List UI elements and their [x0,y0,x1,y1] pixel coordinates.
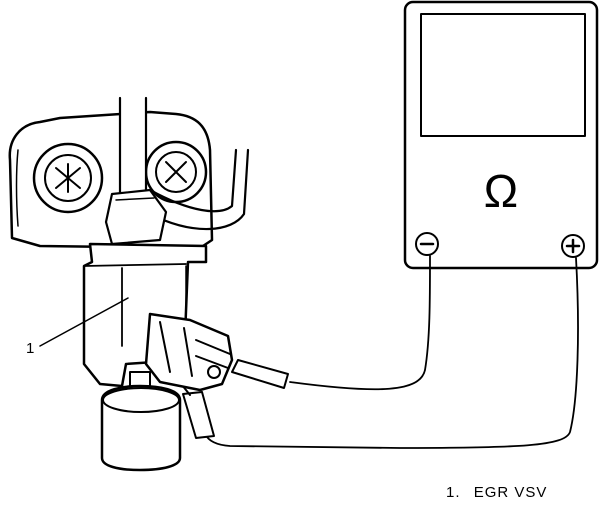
vsv-connector [144,312,234,392]
egr-vsv [82,242,208,472]
negative-probe [231,359,289,389]
negative-terminal [415,232,439,256]
ohmmeter-display [420,13,586,137]
legend-number: 1. [446,484,461,501]
legend-label: EGR VSV [473,484,548,501]
ohmmeter: Ω [403,0,599,270]
left-bolt [32,142,104,214]
positive-terminal [561,234,585,258]
callout-number-1: 1 [26,340,35,357]
positive-probe [182,391,215,439]
negative-lead-wire [289,255,431,391]
ohm-symbol: Ω [484,165,518,217]
filter-cylinder [100,371,182,472]
test-leads [177,255,579,449]
right-bolt [144,140,208,204]
legend: 1. EGR VSV [446,484,547,501]
positive-lead-wire [204,257,579,449]
callout [39,297,129,347]
